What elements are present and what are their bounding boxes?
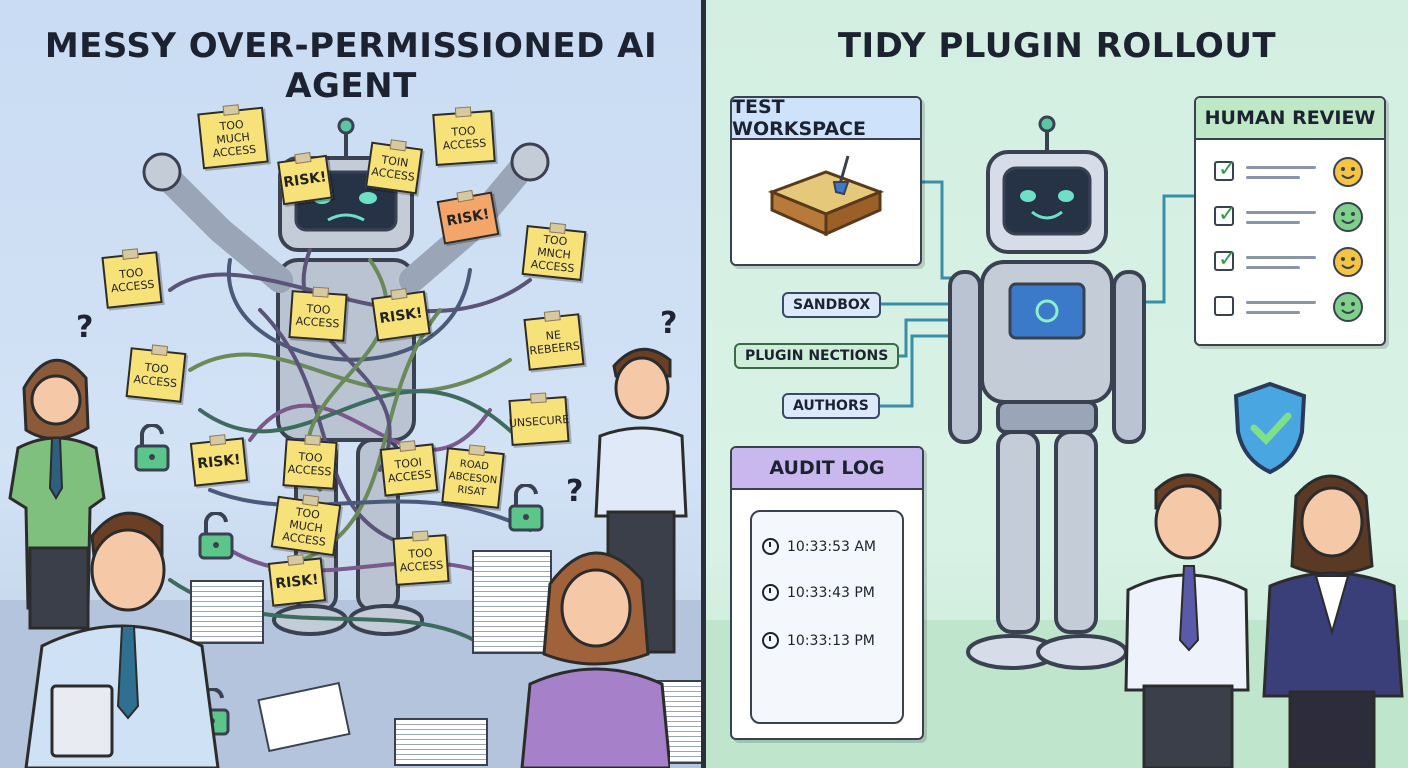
review-line (1246, 311, 1300, 314)
right-panel-title: TIDY PLUGIN ROLLOUT (837, 26, 1277, 66)
left-panel-title: MESSY OVER-PERMISSIONED AI AGENT (44, 26, 658, 106)
checkmark-icon: ✓ (1218, 157, 1237, 182)
unlocked-padlock-icon (198, 512, 234, 560)
smiley-icon (1333, 157, 1363, 187)
audit-entry-time: 10:33:53 AM (787, 538, 876, 555)
sticky-note: TOO ACCESS (432, 109, 496, 167)
review-row: ✓ (1214, 247, 1374, 278)
risk-note: RISK! (267, 557, 327, 607)
sticky-note: TOO ACCESS (125, 347, 187, 403)
clock-icon (762, 538, 779, 555)
review-line (1246, 221, 1300, 224)
sticky-note: TOO MUCH ACCESS (197, 106, 269, 170)
sticky-note: TOO ACCESS (282, 438, 338, 490)
review-line (1246, 211, 1316, 214)
checkmark-icon: ✓ (1218, 202, 1237, 227)
human-review-card: HUMAN REVIEW ✓ ✓ ✓ (1194, 96, 1386, 346)
audit-entry-time: 10:33:13 PM (787, 632, 875, 649)
happy-man (1124, 473, 1250, 768)
question-mark: ? (566, 474, 584, 509)
human-review-header: HUMAN REVIEW (1196, 98, 1384, 140)
review-checkbox[interactable]: ✓ (1214, 202, 1236, 227)
risk-note: RISK! (189, 437, 249, 487)
sticky-note: UNSECURE (508, 396, 570, 446)
plugin-connections-chip: PLUGIN NECTIONS (734, 343, 900, 369)
review-checkbox[interactable]: ✓ (1214, 247, 1236, 272)
unlocked-padlock-icon (508, 484, 544, 532)
audit-entry: 10:33:43 PM (762, 584, 875, 601)
shield-check-icon (1233, 381, 1307, 475)
tidy-robot (948, 115, 1146, 670)
panel-divider (701, 0, 706, 768)
unlocked-padlock-icon (134, 424, 170, 472)
review-row: ✓ (1214, 157, 1374, 188)
review-line (1246, 176, 1300, 179)
review-line (1246, 166, 1316, 169)
sticky-note: TOOI ACCESS (379, 443, 439, 497)
review-row (1214, 292, 1374, 323)
question-mark: ? (660, 306, 678, 341)
review-checkbox[interactable]: ✓ (1214, 157, 1236, 182)
paper-stack (190, 580, 264, 644)
audit-entry: 10:33:13 PM (762, 632, 875, 649)
audit-log-card: AUDIT LOG 10:33:53 AM 10:33:43 PM 10:33:… (730, 446, 924, 740)
paper-stack (394, 718, 488, 766)
audit-log-header: AUDIT LOG (732, 448, 922, 490)
sticky-note: ROAD ABCESON RISAT (441, 447, 505, 509)
confused-woman-front (520, 551, 670, 768)
audit-entry-time: 10:33:43 PM (787, 584, 875, 601)
tidy-rollout-panel: TIDY PLUGIN ROLLOUT TEST WORKSPACE (706, 0, 1408, 768)
paper-stack (472, 550, 552, 654)
confused-woman-left (8, 358, 106, 630)
sticky-note: TOO ACCESS (288, 290, 348, 342)
sticky-note: TOO ACCESS (392, 534, 450, 586)
review-checkbox[interactable] (1214, 296, 1234, 316)
test-workspace-header: TEST WORKSPACE (732, 98, 920, 140)
sticky-note: TOO MUCH ACCESS (270, 495, 342, 557)
messy-agent-panel: MESSY OVER-PERMISSIONED AI AGENT (0, 0, 702, 768)
sticky-note: TOIN ACCESS (365, 141, 423, 195)
review-row: ✓ (1214, 202, 1374, 233)
risk-note: RISK! (371, 290, 431, 342)
sticky-note: TOO ACCESS (101, 251, 163, 309)
smiley-icon (1333, 247, 1363, 277)
sticky-note: NE REBEERS (523, 313, 585, 371)
checkmark-icon: ✓ (1218, 247, 1237, 272)
smiley-icon (1333, 202, 1363, 232)
review-line (1246, 266, 1300, 269)
happy-woman (1262, 474, 1404, 768)
risk-note: RISK! (277, 154, 333, 206)
clock-icon (762, 632, 779, 649)
review-line (1246, 301, 1316, 304)
test-workspace-card: TEST WORKSPACE (730, 96, 922, 266)
sandbox-icon (767, 155, 885, 237)
smiley-icon (1333, 292, 1363, 322)
review-line (1246, 256, 1316, 259)
sticky-note: TOO MNCH ACCESS (521, 225, 587, 281)
authors-chip: AUTHORS (782, 393, 880, 419)
clock-icon (762, 584, 779, 601)
stressed-man (24, 511, 220, 768)
question-mark: ? (76, 310, 94, 345)
audit-entry: 10:33:53 AM (762, 538, 876, 555)
sandbox-chip: SANDBOX (782, 292, 882, 318)
